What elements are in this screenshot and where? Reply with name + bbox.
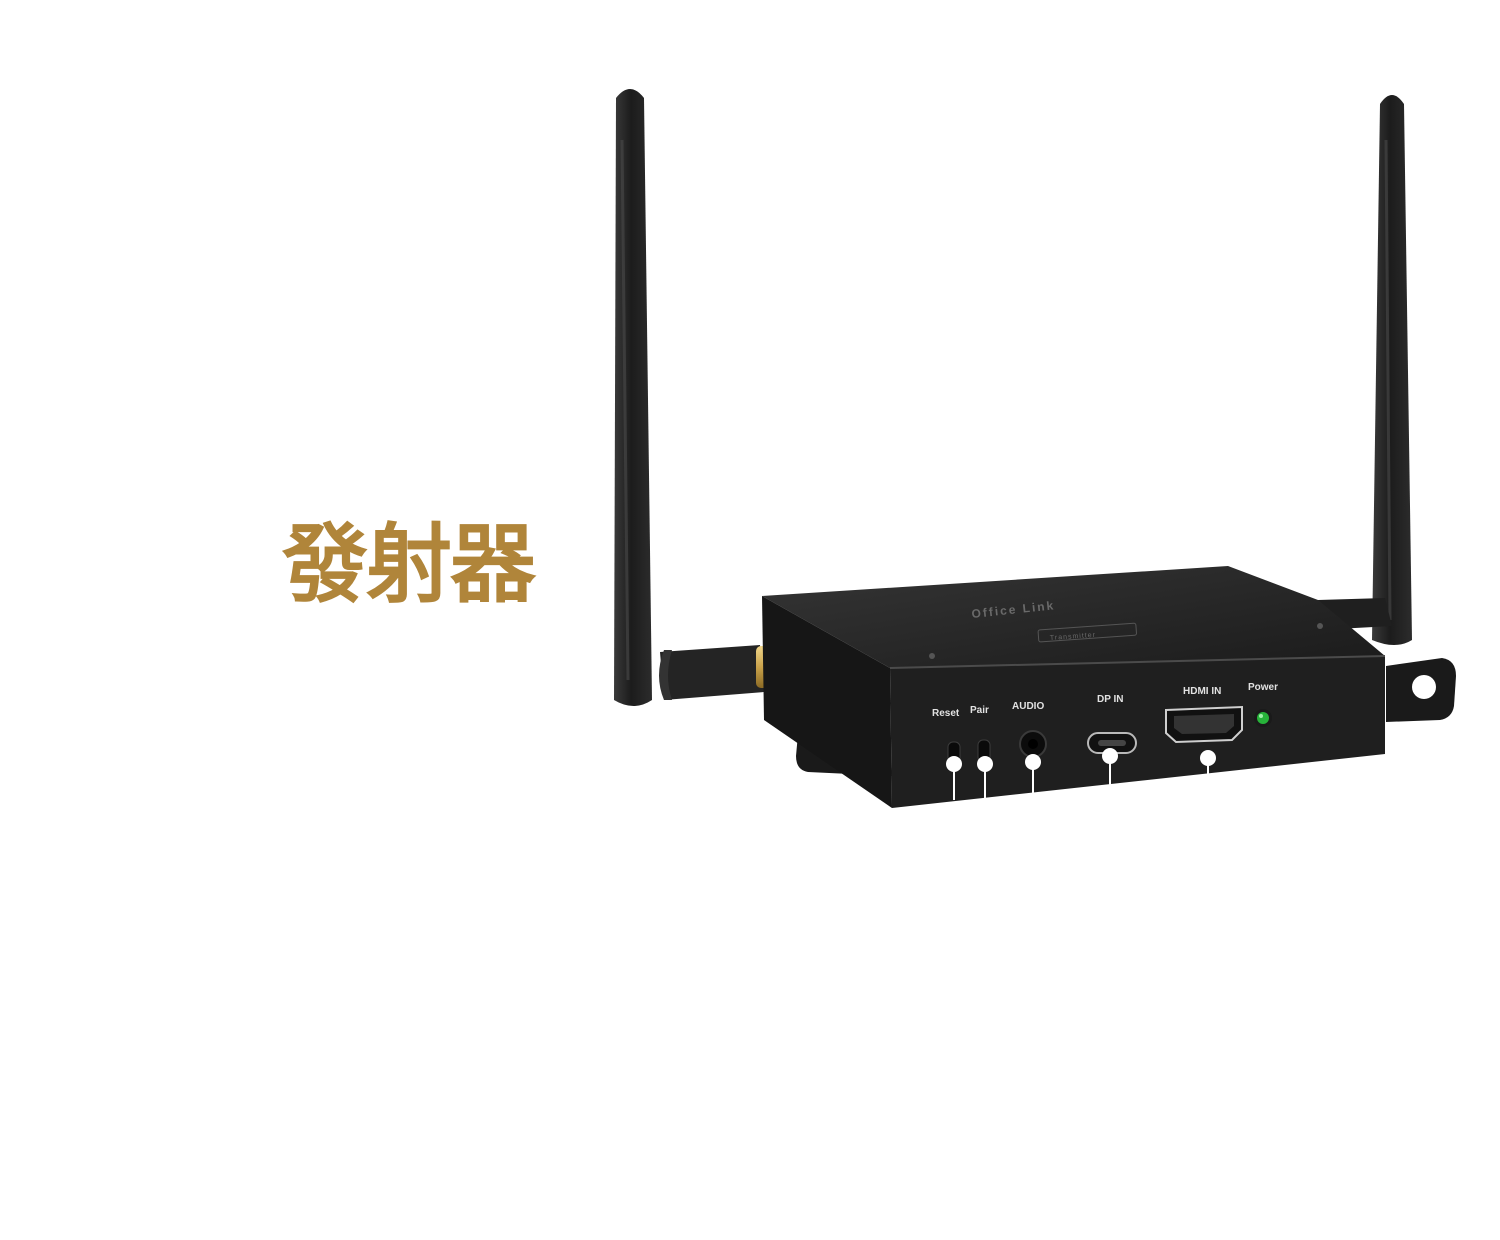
- mounting-hole-icon: [1412, 675, 1436, 699]
- audio-jack-icon: [1019, 730, 1047, 758]
- audio-label: AUDIO: [1012, 701, 1044, 712]
- dp-in-label: DP IN: [1097, 694, 1124, 705]
- reset-label: Reset: [932, 708, 960, 719]
- dp-port-icon: [1087, 732, 1137, 754]
- hdmi-port-icon: [1165, 705, 1243, 744]
- device-side-face: [762, 596, 892, 808]
- callout-pins: [946, 748, 1216, 800]
- model-label: Transmitter: [1050, 632, 1097, 642]
- device-top-face: [762, 566, 1385, 668]
- power-led-icon: [1254, 709, 1272, 727]
- power-label: Power: [1248, 682, 1278, 693]
- device-front-face: [890, 656, 1385, 808]
- page-title: 發射器: [282, 515, 536, 615]
- pair-label: Pair: [970, 705, 989, 716]
- hdmi-in-label: HDMI IN: [1183, 686, 1221, 697]
- right-antenna: [1318, 95, 1412, 645]
- left-antenna: [614, 89, 764, 706]
